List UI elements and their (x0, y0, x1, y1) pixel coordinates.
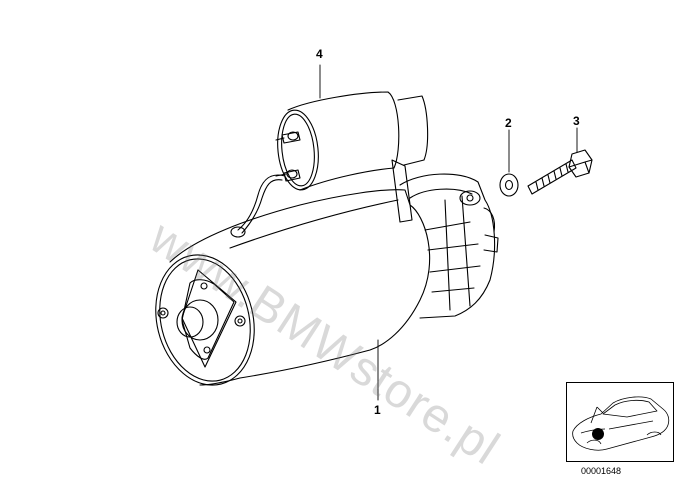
bolt (527, 149, 593, 195)
callout-2: 2 (505, 116, 512, 130)
callout-1: 1 (374, 403, 381, 417)
location-marker (592, 428, 604, 440)
callout-4: 4 (316, 47, 323, 61)
solenoid (230, 91, 400, 238)
diagram-code: 00001648 (581, 466, 622, 476)
callout-3: 3 (573, 114, 580, 128)
vehicle-location-thumbnail (566, 382, 674, 462)
car-icon (572, 396, 670, 451)
washer (499, 173, 519, 197)
starter-motor-body (155, 95, 499, 386)
